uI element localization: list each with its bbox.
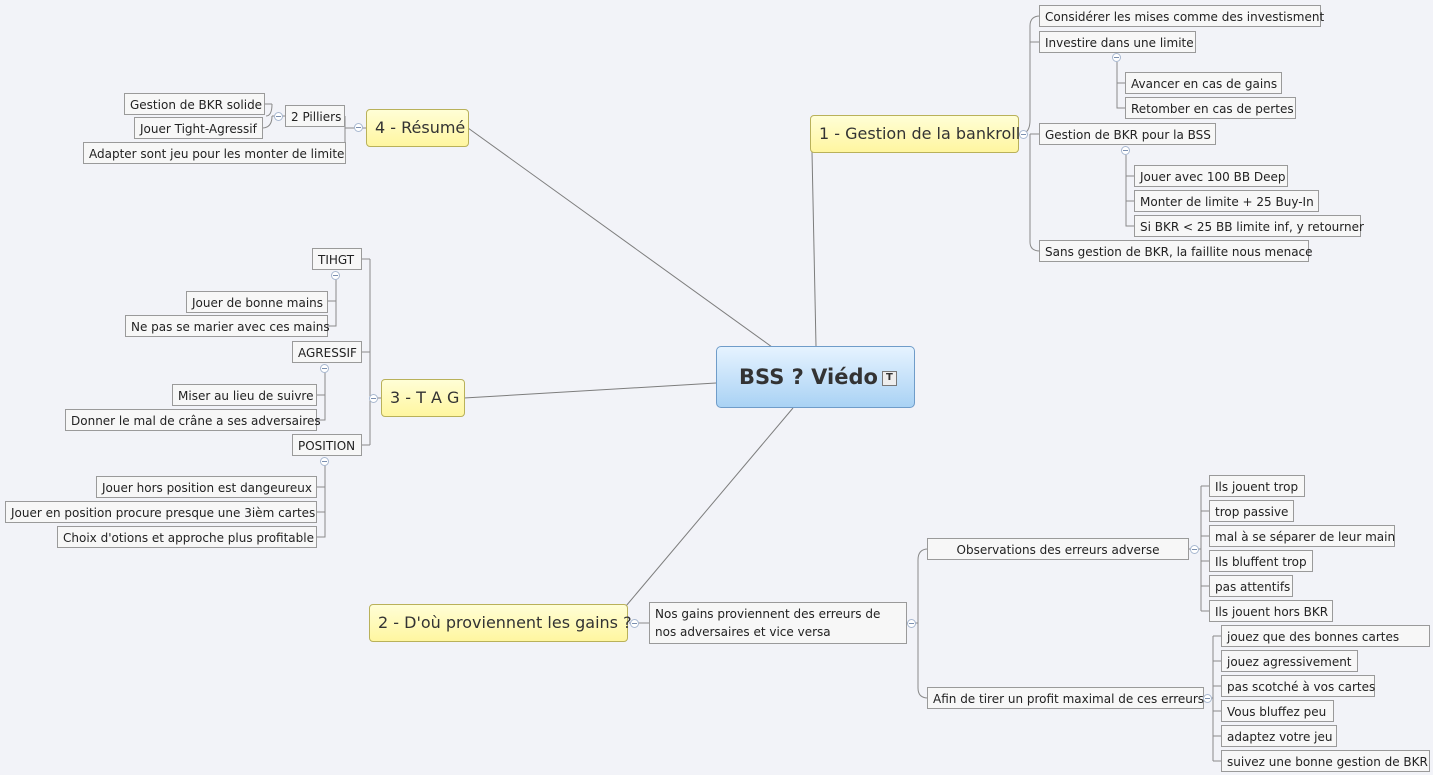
collapse-toggle-resume[interactable]: [354, 123, 363, 132]
subtopic-afin[interactable]: Afin de tirer un profit maximal de ces e…: [927, 687, 1204, 709]
subtopic-tihgt[interactable]: TIHGT: [312, 248, 362, 270]
collapse-toggle-investire[interactable]: [1112, 53, 1121, 62]
subtopic-jouer-100bb[interactable]: Jouer avec 100 BB Deep: [1134, 165, 1288, 187]
topic-tag[interactable]: 3 - T A G: [381, 379, 465, 417]
topic-gains[interactable]: 2 - D'où proviennent les gains ?: [369, 604, 632, 642]
subtopic-miser[interactable]: Miser au lieu de suivre: [172, 384, 317, 406]
subtopic-investire[interactable]: Investire dans une limite: [1039, 31, 1196, 53]
subtopic-hors-bkr[interactable]: Ils jouent hors BKR: [1209, 600, 1333, 622]
subtopic-bonne-gestion[interactable]: suivez une bonne gestion de BKR: [1221, 750, 1430, 772]
subtopic-marier[interactable]: Ne pas se marier avec ces mains: [125, 315, 330, 337]
collapse-toggle-agressif[interactable]: [320, 364, 329, 373]
topic-label: 1 - Gestion de la bankroll: [819, 124, 1021, 143]
subtopic-trop-passive[interactable]: trop passive: [1209, 500, 1294, 522]
subtopic-gestion-bss[interactable]: Gestion de BKR pour la BSS: [1039, 123, 1216, 145]
topic-gestion-bankroll[interactable]: 1 - Gestion de la bankroll: [810, 115, 1021, 153]
subtopic-agressivement[interactable]: jouez agressivement: [1221, 650, 1358, 672]
collapse-toggle-nos-gains[interactable]: [907, 619, 916, 628]
subtopic-mal-de-crane[interactable]: Donner le mal de crâne a ses adversaires: [65, 409, 321, 431]
subtopic-bonne-mains[interactable]: Jouer de bonne mains: [186, 291, 328, 313]
subtopic-monter-limite[interactable]: Monter de limite + 25 Buy-In: [1134, 190, 1319, 212]
subtopic-bonnes-cartes[interactable]: jouez que des bonnes cartes: [1221, 625, 1430, 647]
collapse-toggle-gains[interactable]: [630, 619, 639, 628]
note-icon[interactable]: T: [881, 370, 897, 386]
subtopic-piliers[interactable]: 2 Pilliers: [285, 105, 345, 127]
subtopic-choix-otions[interactable]: Choix d'otions et approche plus profitab…: [57, 526, 317, 548]
subtopic-hors-position[interactable]: Jouer hors position est dangeureux: [96, 476, 317, 498]
collapse-toggle-afin[interactable]: [1203, 694, 1212, 703]
subtopic-avancer[interactable]: Avancer en cas de gains: [1125, 72, 1282, 94]
collapse-toggle-tihgt[interactable]: [331, 271, 340, 280]
subtopic-gestion-bkr-solide[interactable]: Gestion de BKR solide: [124, 93, 265, 115]
subtopic-adapter[interactable]: Adapter sont jeu pour les monter de limi…: [83, 142, 346, 164]
topic-label: 2 - D'où proviennent les gains ?: [378, 613, 632, 632]
topic-label: 4 - Résumé: [375, 118, 466, 137]
collapse-toggle-bankroll[interactable]: [1019, 130, 1028, 139]
subtopic-pas-scotche[interactable]: pas scotché à vos cartes: [1221, 675, 1375, 697]
subtopic-observations[interactable]: Observations des erreurs adverse: [927, 538, 1189, 560]
central-title: BSS ? Viédo: [739, 365, 878, 389]
subtopic-tight-agressif[interactable]: Jouer Tight-Agressif: [134, 117, 263, 139]
subtopic-mal-a-se-separer[interactable]: mal à se séparer de leur main: [1209, 525, 1395, 547]
subtopic-retomber[interactable]: Retomber en cas de pertes: [1125, 97, 1296, 119]
subtopic-sans-gestion[interactable]: Sans gestion de BKR, la faillite nous me…: [1039, 240, 1313, 262]
subtopic-agressif[interactable]: AGRESSIF: [292, 341, 362, 363]
collapse-toggle-gestion-bss[interactable]: [1121, 146, 1130, 155]
collapse-toggle-observations[interactable]: [1190, 545, 1199, 554]
subtopic-nos-gains[interactable]: Nos gains proviennent des erreurs de nos…: [649, 602, 907, 644]
subtopic-bluffez-peu[interactable]: Vous bluffez peu: [1221, 700, 1334, 722]
subtopic-adaptez[interactable]: adaptez votre jeu: [1221, 725, 1337, 747]
subtopic-en-position[interactable]: Jouer en position procure presque une 3i…: [5, 501, 317, 523]
subtopic-bluffent-trop[interactable]: Ils bluffent trop: [1209, 550, 1313, 572]
collapse-toggle-tag[interactable]: [369, 394, 378, 403]
subtopic-considerer[interactable]: Considérer les mises comme des investism…: [1039, 5, 1324, 27]
subtopic-si-bkr[interactable]: Si BKR < 25 BB limite inf, y retourner: [1134, 215, 1364, 237]
collapse-toggle-piliers[interactable]: [274, 112, 283, 121]
subtopic-jouent-trop[interactable]: Ils jouent trop: [1209, 475, 1305, 497]
subtopic-position[interactable]: POSITION: [292, 434, 362, 456]
topic-resume[interactable]: 4 - Résumé: [366, 109, 469, 147]
subtopic-pas-attentifs[interactable]: pas attentifs: [1209, 575, 1293, 597]
topic-label: 3 - T A G: [390, 388, 460, 407]
collapse-toggle-position[interactable]: [320, 457, 329, 466]
